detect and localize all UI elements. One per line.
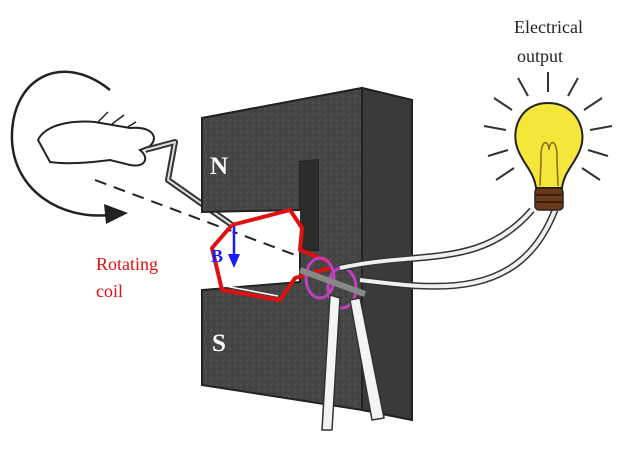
brushes [321,294,385,431]
rotating-coil [210,208,331,302]
rotating-coil-label-line1: Rotating [96,254,158,274]
south-pole-label: S [212,330,226,357]
horseshoe-magnet [201,86,413,422]
output-wires [339,207,559,290]
light-rays [483,72,613,181]
rotation-axis [94,179,331,269]
field-direction-arrow [228,226,240,268]
rotating-coil-label-line2: coil [96,281,123,301]
hand-cranking-icon [36,111,155,167]
electrical-output-label-line1: Electrical [514,17,583,37]
light-bulb-icon [514,101,584,211]
north-pole-label: N [210,153,229,180]
electrical-output-label-line2: output [517,46,564,66]
crank-handle [144,139,234,228]
rotation-arrow-icon [10,70,128,224]
field-label: B [211,246,224,266]
